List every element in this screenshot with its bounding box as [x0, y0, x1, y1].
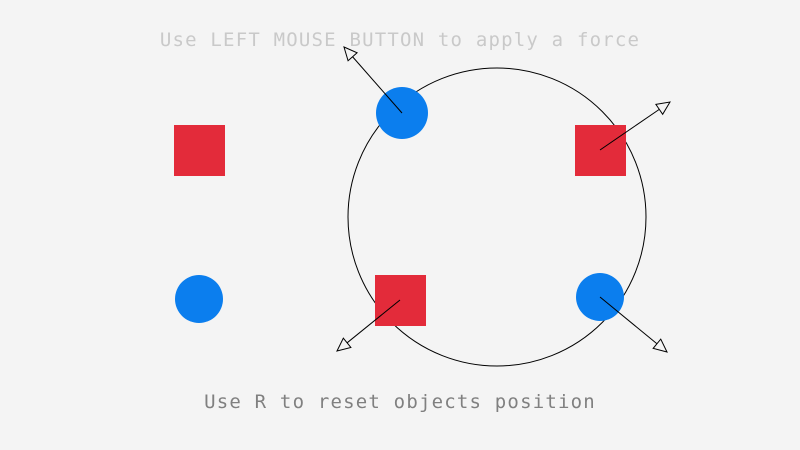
body-square[interactable]	[375, 275, 426, 326]
force-vectors-layer	[336, 46, 671, 353]
force-vector-shaft	[599, 108, 660, 151]
force-vector-arrowhead	[652, 338, 668, 353]
body-square[interactable]	[575, 125, 626, 176]
force-vector-shaft	[346, 299, 401, 344]
hint-text-apply-force: Use LEFT MOUSE BUTTON to apply a force	[159, 29, 641, 51]
body-circle[interactable]	[175, 275, 223, 323]
bodies-layer	[174, 87, 626, 326]
force-vector	[336, 299, 401, 352]
body-square[interactable]	[174, 125, 225, 176]
force-vector-shaft	[352, 56, 403, 114]
force-vector	[599, 296, 668, 353]
force-vector	[343, 46, 403, 114]
force-vector-arrowhead	[343, 46, 359, 62]
constraint-circle	[347, 67, 647, 367]
force-vector-shaft	[599, 296, 658, 345]
force-vector	[599, 101, 671, 151]
hint-text-reset-objects: Use R to reset objects position	[204, 391, 596, 413]
force-vector-arrowhead	[336, 337, 352, 352]
force-vector-arrowhead	[655, 101, 671, 116]
